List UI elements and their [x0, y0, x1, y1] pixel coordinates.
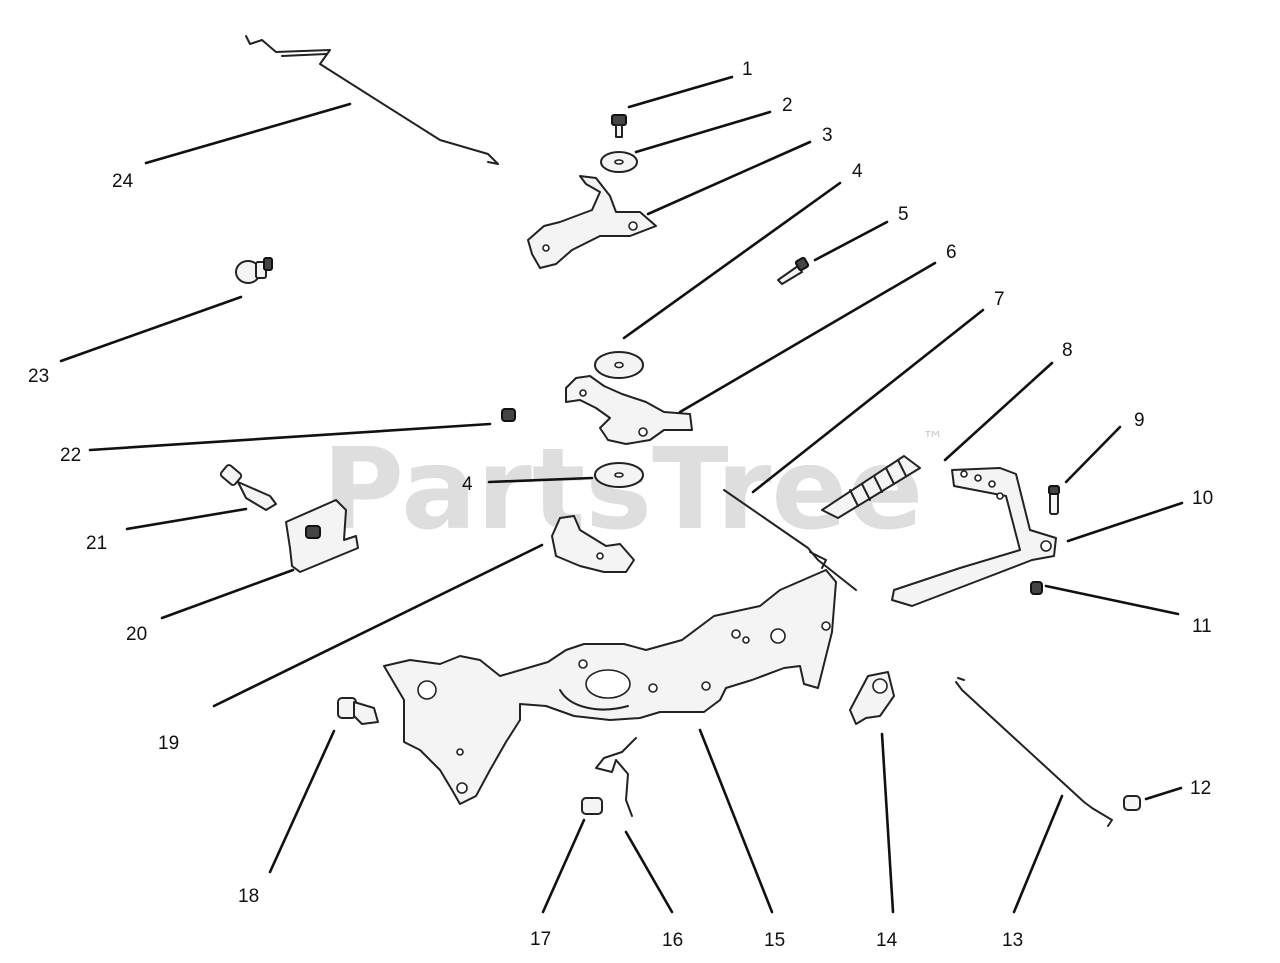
part-23-stud [235, 257, 273, 284]
callout-22: 22 [60, 445, 81, 466]
callout-4-upper: 4 [852, 161, 863, 182]
leader-11 [1044, 584, 1180, 616]
leader-18 [268, 729, 336, 874]
leader-13 [1012, 794, 1064, 914]
callout-15: 15 [764, 930, 785, 951]
callout-5: 5 [898, 204, 909, 225]
leader-4-upper [622, 181, 842, 340]
leader-24 [144, 102, 352, 165]
part-11-nut [1030, 581, 1043, 595]
callout-11: 11 [1192, 616, 1212, 637]
callout-8: 8 [1062, 340, 1073, 361]
callout-23: 23 [28, 366, 49, 387]
part-15-control-plate [383, 569, 837, 805]
watermark: PartsTree [322, 425, 923, 555]
callout-14: 14 [876, 930, 898, 951]
callout-12: 12 [1190, 778, 1211, 799]
leader-1 [627, 75, 734, 109]
leader-5 [813, 220, 889, 262]
part-8-spring [821, 455, 921, 519]
leader-19 [212, 543, 544, 708]
leader-9 [1064, 425, 1122, 484]
leader-21 [125, 507, 248, 531]
callout-13: 13 [1002, 930, 1023, 951]
callout-6: 6 [946, 242, 957, 263]
callout-18: 18 [238, 886, 259, 907]
callout-9: 9 [1134, 410, 1145, 431]
leader-20 [160, 568, 295, 620]
leader-16 [624, 830, 674, 914]
part-5-screw [777, 256, 810, 285]
callout-19: 19 [158, 733, 179, 754]
leader-4-lower [487, 476, 594, 484]
part-10-governor-arm [891, 467, 1057, 607]
part-3-lever [527, 175, 657, 269]
leader-6 [678, 261, 937, 414]
callout-17: 17 [530, 929, 551, 950]
part-12-ferrule [1123, 795, 1141, 811]
leader-7 [751, 308, 985, 494]
leader-3 [646, 140, 812, 216]
callout-24: 24 [112, 171, 134, 192]
part-22-nut [501, 408, 516, 422]
part-7-spring-wire [723, 489, 857, 591]
callout-1: 1 [742, 59, 753, 80]
part-9-screw [1048, 485, 1060, 515]
callout-20: 20 [126, 624, 147, 645]
callout-16: 16 [662, 930, 683, 951]
callout-10: 10 [1192, 488, 1213, 509]
part-18-bolt [337, 697, 379, 725]
part-17-nut [581, 797, 603, 815]
part-16-spring-clip [595, 737, 637, 817]
leader-14 [880, 732, 895, 914]
part-13-rod [955, 677, 1113, 827]
leader-15 [698, 728, 774, 914]
leader-2 [634, 110, 772, 154]
callout-4-lower: 4 [462, 474, 473, 495]
part-20-bracket [285, 499, 359, 573]
leader-8 [943, 361, 1054, 462]
watermark-trademark: ™ [922, 428, 944, 453]
leader-12 [1144, 786, 1183, 801]
part-14-cable-clamp [849, 671, 895, 725]
callout-3: 3 [822, 125, 833, 146]
leader-10 [1066, 501, 1184, 543]
leader-17 [541, 818, 586, 914]
part-1-screw [611, 114, 627, 138]
callout-labels: 1 2 3 4 5 6 7 8 9 10 11 12 13 14 15 16 1… [28, 59, 1213, 951]
part-21-bolt [219, 464, 277, 511]
part-6-lever [565, 375, 693, 445]
callout-21: 21 [86, 533, 107, 554]
part-24-link-rod [245, 35, 499, 165]
part-19-bracket [551, 515, 635, 573]
leader-lines [59, 75, 1184, 914]
callout-2: 2 [782, 95, 793, 116]
callout-7: 7 [994, 289, 1005, 310]
leader-22 [88, 422, 492, 452]
leader-23 [59, 295, 243, 363]
